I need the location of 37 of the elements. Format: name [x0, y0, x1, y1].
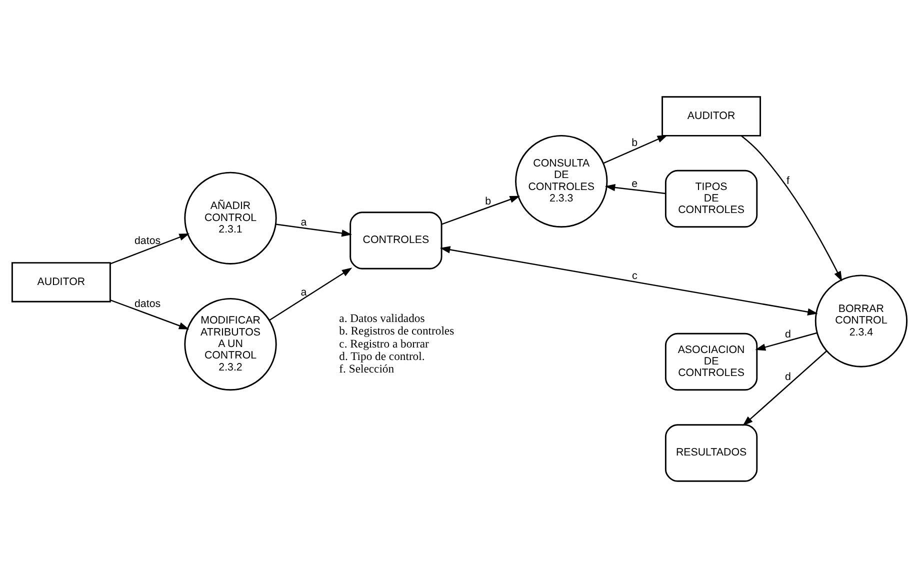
label: d. Tipo de control. [339, 350, 425, 363]
arrow [276, 224, 352, 237]
edge-label: a [300, 216, 307, 229]
arrow [755, 332, 818, 351]
node-circle: BORRAR CONTROL 2.3.4 [814, 274, 908, 368]
arrow [441, 196, 520, 225]
edge-label: c [632, 270, 638, 282]
arrow [110, 233, 190, 264]
node-box: AUDITOR [11, 262, 111, 302]
arrow [742, 350, 827, 426]
edge-label: d [784, 328, 791, 340]
arrow [110, 300, 190, 330]
node-box: TIPOS DE CONTROLES [664, 170, 758, 228]
edge-label: b [632, 137, 638, 150]
edge-label: e [632, 178, 638, 190]
node-circle: CONSULTA DE CONTROLES 2.3.3 [515, 134, 608, 228]
label: a. Datos validados [339, 312, 425, 326]
label: c. Registro a borrar [339, 337, 429, 350]
edge-label: a [300, 286, 307, 299]
node-circle: MODIFICAR ATRIBUTOS A UN CONTROL 2.3.2 [184, 298, 277, 391]
edge-label: b [485, 195, 492, 208]
node-box: CONTROLES [350, 212, 442, 270]
node-box: ASOCIACION DE CONTROLES [664, 332, 758, 391]
edge-label: datos [134, 235, 161, 248]
node-box: RESULTADOS [664, 424, 758, 482]
arrow [269, 268, 352, 321]
edge-label: datos [134, 298, 161, 310]
arrow [603, 135, 668, 164]
label: f. Selección [339, 362, 394, 376]
arrow [740, 135, 842, 282]
node-circle: AÑADIR CONTROL 2.3.1 [184, 172, 277, 264]
edge-label: f [786, 175, 790, 188]
edge-label: d [784, 371, 791, 384]
label: b. Registros de controles [339, 324, 454, 338]
arrow [604, 184, 666, 194]
node-box: AUDITOR [662, 96, 762, 136]
arrow [440, 246, 818, 316]
